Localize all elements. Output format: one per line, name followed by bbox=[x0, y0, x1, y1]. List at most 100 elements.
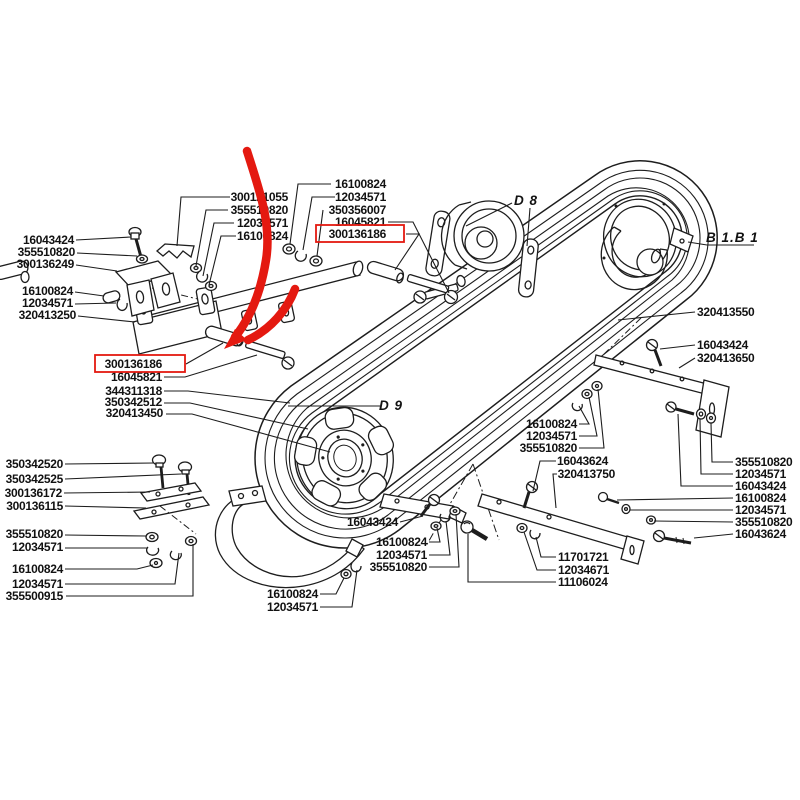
part-number-label: 320413750 bbox=[558, 467, 616, 481]
part-number-label: 16043624 bbox=[557, 454, 609, 468]
part-number-label: 300136172 bbox=[5, 486, 63, 500]
leader-line bbox=[659, 344, 696, 350]
leader-line bbox=[164, 390, 291, 404]
part-number-label: 350342520 bbox=[6, 457, 64, 471]
highlight-box bbox=[315, 224, 405, 243]
leader-lines bbox=[63, 183, 754, 608]
part-number-label: 16043624 bbox=[735, 527, 787, 541]
part-number-label: 12034571 bbox=[735, 503, 787, 517]
part-number-label: 12034671 bbox=[558, 563, 610, 577]
leader-line bbox=[394, 233, 421, 271]
left-mounting-hardware bbox=[132, 454, 211, 569]
leader-line bbox=[552, 473, 557, 509]
part-number-label: 12034571 bbox=[376, 548, 428, 562]
leader-line bbox=[467, 534, 556, 583]
lower-stay-bar bbox=[477, 480, 645, 565]
part-number-label: 12034571 bbox=[12, 540, 64, 554]
leader-line bbox=[164, 402, 309, 430]
leader-line bbox=[523, 531, 556, 571]
leader-line bbox=[693, 533, 734, 539]
part-number-label: 300136186 bbox=[329, 227, 387, 241]
leader-line bbox=[66, 544, 194, 597]
figure-ref-label: D 8 bbox=[514, 193, 538, 208]
leader-line bbox=[65, 564, 154, 570]
leader-line bbox=[388, 221, 450, 294]
leader-line bbox=[74, 291, 105, 297]
part-labels: 3001210553555108201203457116100824161008… bbox=[5, 177, 794, 614]
part-number-label: 350342525 bbox=[6, 472, 64, 486]
part-number-label: 16100824 bbox=[22, 284, 74, 298]
leader-line bbox=[208, 235, 236, 286]
leader-line bbox=[176, 196, 230, 247]
part-number-label: 320413550 bbox=[697, 305, 755, 319]
leader-line bbox=[320, 577, 345, 595]
leader-line bbox=[578, 405, 590, 425]
part-number-label: 320413450 bbox=[106, 406, 164, 420]
leader-line bbox=[64, 534, 147, 537]
leader-line bbox=[465, 202, 513, 227]
part-number-label: 16043424 bbox=[697, 338, 749, 352]
part-number-label: 12034571 bbox=[267, 600, 319, 614]
part-number-label: 355510820 bbox=[735, 515, 793, 529]
part-number-label: 355510820 bbox=[6, 527, 64, 541]
leader-line bbox=[429, 520, 451, 556]
leader-line bbox=[710, 422, 733, 463]
leader-line bbox=[63, 491, 151, 494]
leader-line bbox=[535, 536, 556, 558]
leader-line bbox=[75, 264, 118, 272]
highlight-boxes bbox=[94, 224, 405, 373]
leader-line bbox=[77, 315, 136, 323]
upper-pulley bbox=[600, 198, 694, 291]
part-number-label: 16100824 bbox=[526, 417, 578, 431]
leader-line bbox=[429, 513, 460, 568]
leader-line bbox=[64, 473, 182, 480]
part-number-label: 12034571 bbox=[526, 429, 578, 443]
figure-ref-label: B 1.B 1 bbox=[706, 230, 759, 245]
leader-line bbox=[678, 357, 696, 369]
part-number-label: 355510820 bbox=[18, 245, 76, 259]
leader-line bbox=[532, 460, 556, 492]
leader-line bbox=[74, 302, 117, 305]
leader-line bbox=[76, 252, 138, 257]
figure-ref-label: D 9 bbox=[379, 398, 403, 413]
leader-line bbox=[75, 236, 132, 241]
leader-line bbox=[617, 311, 696, 321]
part-number-label: 16100824 bbox=[376, 535, 428, 549]
leader-line bbox=[320, 569, 358, 608]
part-number-label: 320413650 bbox=[697, 351, 755, 365]
part-number-label: 16045821 bbox=[111, 370, 163, 384]
leader-line bbox=[526, 207, 531, 247]
leader-line bbox=[164, 354, 258, 378]
leader-line bbox=[316, 209, 324, 257]
leader-line bbox=[579, 388, 605, 449]
part-number-label: 16100824 bbox=[335, 177, 387, 191]
part-number-label: 12034571 bbox=[335, 190, 387, 204]
part-number-label: 350356007 bbox=[329, 203, 387, 217]
part-number-label: 16100824 bbox=[12, 562, 64, 576]
leader-line bbox=[166, 413, 331, 453]
part-number-label: 16043424 bbox=[735, 479, 787, 493]
part-number-label: 16043424 bbox=[347, 515, 399, 529]
part-number-label: 16100824 bbox=[237, 229, 289, 243]
part-number-label: 344311318 bbox=[105, 384, 162, 398]
part-number-label: 12034571 bbox=[735, 467, 787, 481]
part-number-label: 300136186 bbox=[105, 357, 163, 371]
highlight-box bbox=[94, 354, 186, 373]
leader-line bbox=[677, 413, 733, 487]
center-bracket-cluster bbox=[379, 463, 500, 547]
right-stay-bar bbox=[571, 317, 730, 545]
part-number-label: 355510820 bbox=[735, 455, 793, 469]
leader-line bbox=[653, 520, 734, 523]
red-arrow-annotation bbox=[224, 146, 300, 349]
leader-line bbox=[289, 183, 331, 245]
leader-line bbox=[699, 418, 733, 475]
leader-line bbox=[302, 196, 335, 251]
leader-line bbox=[185, 342, 224, 365]
part-number-label: 12034571 bbox=[22, 296, 74, 310]
part-number-label: 11701721 bbox=[558, 550, 609, 564]
part-number-label: 16100824 bbox=[735, 491, 787, 505]
part-number-label: 16100824 bbox=[267, 587, 319, 601]
part-number-label: 16043424 bbox=[23, 233, 75, 247]
